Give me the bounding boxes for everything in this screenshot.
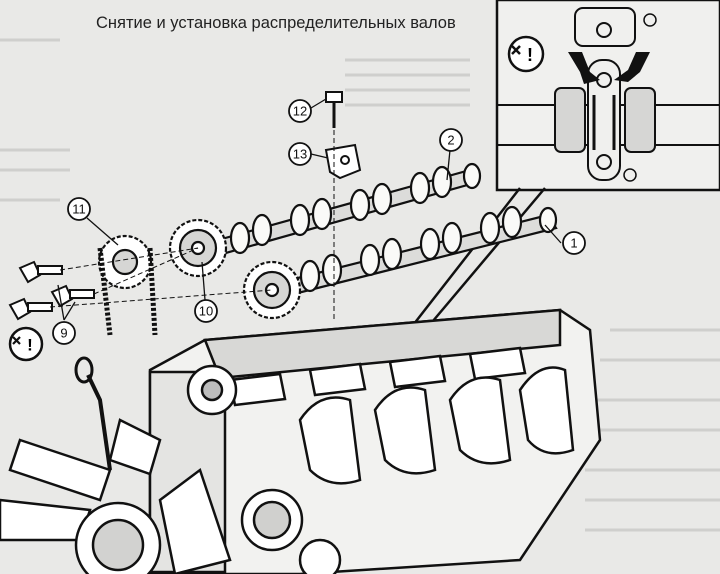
callout-9-label: 9 — [60, 326, 67, 341]
callout-2-label: 2 — [447, 133, 454, 148]
inset-warning-symbol: ! — [527, 45, 533, 65]
bearing-cap — [324, 143, 362, 180]
camshaft-2 — [198, 162, 482, 260]
bearing-cap-bolt — [325, 91, 343, 128]
warning-symbol: ! — [27, 336, 33, 355]
assembly-lines — [49, 130, 335, 320]
chain-tensioner-sprocket — [97, 234, 158, 336]
callout-13-label: 13 — [293, 147, 307, 162]
callout-11: 11 — [67, 197, 91, 221]
callout-12-label: 12 — [293, 104, 307, 119]
inset-warning-icon — [507, 35, 545, 73]
timing-chain — [97, 247, 158, 336]
inset-cam-lobe-right — [624, 87, 656, 153]
detail-inset: ! — [495, 0, 720, 192]
sprocket-bolts — [8, 260, 95, 321]
background-ghost-text — [0, 38, 720, 532]
callout-10: 10 — [194, 299, 218, 323]
cooling-fan — [0, 418, 232, 574]
cylinder-head — [0, 308, 602, 574]
callout-1: 1 — [562, 231, 586, 255]
intake-port-1 — [298, 396, 362, 485]
camshaft-sprocket-lower — [242, 260, 302, 320]
callout-12: 12 — [288, 99, 312, 123]
diagram-title: Снятие и установка распределительных вал… — [96, 14, 456, 32]
callout-2: 2 — [439, 128, 463, 152]
inset-cam-lobe-left — [554, 87, 586, 153]
inset-arrow-right-icon — [614, 52, 650, 82]
callout-13: 13 — [288, 142, 312, 166]
camshaft-1 — [268, 205, 558, 300]
warning-icon: ! — [8, 326, 44, 362]
intake-port-4 — [518, 366, 575, 455]
intake-port-3 — [448, 376, 512, 465]
callout-leader-lines — [57, 98, 562, 321]
callout-9: 9 — [52, 321, 76, 345]
intake-port-2 — [373, 386, 437, 475]
callout-10-label: 10 — [199, 304, 213, 319]
inset-arrow-left-icon — [568, 52, 600, 84]
callout-1-label: 1 — [570, 236, 577, 251]
inset-bearing-cap — [587, 59, 621, 181]
callout-11-label: 11 — [72, 202, 86, 217]
